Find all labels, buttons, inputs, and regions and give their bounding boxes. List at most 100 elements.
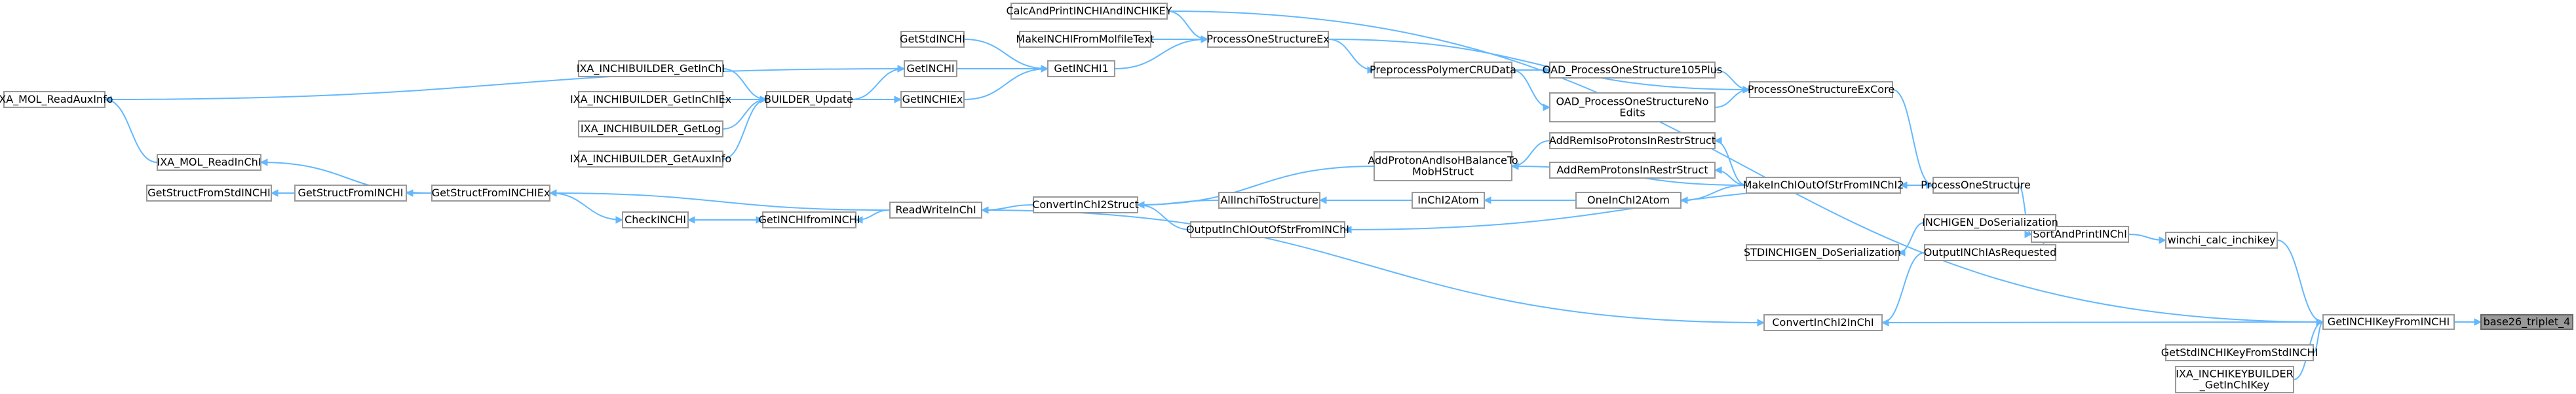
node-OutputINChIAsRequested[interactable]: OutputINChIAsRequested: [1924, 244, 2057, 261]
node-OAD_105Plus[interactable]: OAD_ProcessOneStructure105Plus: [1543, 62, 1722, 79]
node-STDINCHIGEN_DoSerialization[interactable]: STDINCHIGEN_DoSerialization: [1744, 244, 1901, 261]
arrowhead-AddRemIsoProtonsInRestrStruct-to-AddProtonAndIsoHBalanceToMobHStruct: [1510, 162, 1519, 170]
node-box[interactable]: [578, 91, 723, 108]
node-AddRemIsoProtonsInRestrStruct[interactable]: AddRemIsoProtonsInRestrStruct: [1549, 132, 1716, 149]
node-INCHIGEN_DoSerialization[interactable]: INCHIGEN_DoSerialization: [1922, 214, 2058, 231]
node-GetINCHI[interactable]: GetINCHI: [904, 60, 957, 77]
node-box[interactable]: [1749, 81, 1893, 98]
node-box[interactable]: [1924, 214, 2056, 231]
node-IXA_MOL_ReadInChI[interactable]: IXA_MOL_ReadInChI: [157, 154, 261, 171]
node-box[interactable]: [889, 202, 982, 219]
node-box[interactable]: [1932, 177, 2019, 194]
node-label: ReadWriteInChI: [895, 204, 976, 216]
node-box[interactable]: [1549, 162, 1716, 179]
node-box[interactable]: [578, 120, 723, 137]
node-IXA_INCHIKEYBUILDER_GetInChIKey[interactable]: IXA_INCHIKEYBUILDER_GetInChIKey: [2175, 366, 2294, 393]
edge-IXA_MOL_ReadInChI-to-IXA_MOL_ReadAuxInfo: [104, 99, 158, 163]
node-box[interactable]: [157, 154, 261, 171]
node-box[interactable]: [900, 91, 965, 108]
node-AllInchiToStructure[interactable]: AllInchiToStructure: [1218, 192, 1320, 209]
node-box[interactable]: [2165, 344, 2314, 361]
node-ProcessOneStructure[interactable]: ProcessOneStructure: [1921, 177, 2031, 194]
node-box[interactable]: [1763, 314, 1883, 331]
node-ProcessOneStructureEx[interactable]: ProcessOneStructureEx: [1206, 31, 1330, 48]
node-box[interactable]: [431, 185, 550, 202]
node-box[interactable]: [1019, 31, 1151, 48]
arrowhead-GetINCHIKeyFromINCHI-to-base26: [2474, 318, 2482, 326]
node-label: GetINCHIEx: [902, 93, 963, 105]
node-GetStdINCHIKeyFromStdINCHI[interactable]: GetStdINCHIKeyFromStdINCHI: [2161, 344, 2318, 361]
edge-GetINCHI1-to-ProcessOneStructureEx: [1114, 39, 1208, 69]
node-box[interactable]: [294, 185, 407, 202]
node-IXA_INCHIBUILDER_GetInChI[interactable]: IXA_INCHIBUILDER_GetInChI: [577, 60, 725, 77]
node-box[interactable]: [1549, 132, 1716, 149]
arrowhead-OneInChI2Atom-to-InChI2Atom: [1483, 196, 1491, 204]
node-box[interactable]: [146, 185, 272, 202]
node-box[interactable]: [578, 60, 723, 77]
edge-BUILDER_Update-to-GetINCHI: [850, 68, 905, 100]
node-ProcessOneStructureExCore[interactable]: ProcessOneStructureExCore: [1748, 81, 1894, 98]
node-label: OutputInChIOutOfStrFromINChI: [1186, 223, 1349, 236]
node-GetStdINCHI[interactable]: GetStdINCHI: [900, 31, 965, 48]
node-box[interactable]: [1047, 60, 1115, 77]
node-InChI2Atom[interactable]: InChI2Atom: [1412, 192, 1485, 209]
node-IXA_INCHIBUILDER_GetLog[interactable]: IXA_INCHIBUILDER_GetLog: [578, 120, 723, 137]
node-GetStructFromINCHI[interactable]: GetStructFromINCHI: [294, 185, 407, 202]
node-box[interactable]: [762, 211, 856, 228]
node-GetStructFromINCHIEx[interactable]: GetStructFromINCHIEx: [431, 185, 550, 202]
node-box[interactable]: [1412, 192, 1485, 209]
node-GetINCHIKeyFromINCHI[interactable]: GetINCHIKeyFromINCHI: [2322, 314, 2455, 330]
node-AddRemProtonsInRestrStruct[interactable]: AddRemProtonsInRestrStruct: [1549, 162, 1716, 179]
node-ConvertInChI2Struct[interactable]: ConvertInChI2Struct: [1032, 196, 1139, 213]
node-IXA_INCHIBUILDER_GetInChIEx[interactable]: IXA_INCHIBUILDER_GetInChIEx: [570, 91, 731, 108]
node-box[interactable]: [3, 91, 106, 108]
node-label: IXA_INCHIBUILDER_GetLog: [581, 122, 721, 135]
node-ReadWriteInChI[interactable]: ReadWriteInChI: [889, 202, 982, 219]
node-box[interactable]: [1190, 221, 1345, 238]
edge-ProcessOneStructure-to-SortAndPrintINChI: [2018, 185, 2032, 235]
arrowhead-GetINCHIEx-to-GetINCHI1: [1041, 65, 1049, 73]
node-MakeInChIOutOfStrFromINChI2[interactable]: MakeInChIOutOfStrFromINChI2: [1743, 177, 1904, 194]
node-label: MakeINCHIFromMolfileText: [1016, 33, 1154, 45]
node-CheckINCHI[interactable]: CheckINCHI: [622, 211, 689, 228]
node-GetStructFromStdINCHI[interactable]: GetStructFromStdINCHI: [146, 185, 272, 202]
node-box[interactable]: [1207, 31, 1329, 48]
node-box[interactable]: [578, 151, 723, 168]
node-box[interactable]: [1746, 177, 1901, 194]
node-GetINCHIEx[interactable]: GetINCHIEx: [900, 91, 965, 108]
node-box[interactable]: [1010, 3, 1168, 20]
node-CalcAndPrintINCHIAndINCHIKEY[interactable]: CalcAndPrintINCHIAndINCHIKEY: [1006, 3, 1172, 20]
node-box[interactable]: [1374, 62, 1512, 79]
node-box[interactable]: [1575, 192, 1682, 209]
node-box[interactable]: [1924, 244, 2056, 261]
node-box[interactable]: [2165, 232, 2278, 249]
node-OneInChI2Atom[interactable]: OneInChI2Atom: [1575, 192, 1682, 209]
node-box[interactable]: [900, 31, 965, 48]
node-box[interactable]: [2322, 314, 2455, 330]
node-OutputInChIOutOfStrFromINChI[interactable]: OutputInChIOutOfStrFromINChI: [1186, 221, 1349, 238]
node-PreprocessPolymerCRUData[interactable]: PreprocessPolymerCRUData: [1370, 62, 1516, 79]
node-base26[interactable]: base26_triplet_4: [2480, 314, 2573, 330]
node-GetINCHIfromINCHI[interactable]: GetINCHIfromINCHI: [759, 211, 860, 228]
node-box[interactable]: [1549, 62, 1716, 79]
node-winchi_calc_inchikey[interactable]: winchi_calc_inchikey: [2165, 232, 2278, 249]
node-box[interactable]: [622, 211, 689, 228]
node-box[interactable]: [904, 60, 957, 77]
node-box[interactable]: [2480, 314, 2573, 330]
node-box[interactable]: [1549, 92, 1716, 122]
node-IXA_MOL_ReadAuxInfo[interactable]: IXA_MOL_ReadAuxInfo: [0, 91, 113, 108]
node-IXA_INCHIBUILDER_GetAuxInfo[interactable]: IXA_INCHIBUILDER_GetAuxInfo: [570, 151, 731, 168]
node-box[interactable]: [1218, 192, 1320, 209]
arrowhead-CheckINCHI-to-GetINCHIfromINCHI: [756, 216, 764, 224]
node-ConvertInChI2InChI[interactable]: ConvertInChI2InChI: [1763, 314, 1883, 331]
node-box[interactable]: [766, 91, 851, 108]
node-MakeINCHIFromMolfileText[interactable]: MakeINCHIFromMolfileText: [1016, 31, 1155, 48]
node-BUILDER_Update[interactable]: BUILDER_Update: [764, 91, 853, 108]
node-box[interactable]: [1033, 196, 1138, 213]
node-box[interactable]: [1746, 244, 1899, 261]
node-GetINCHI1[interactable]: GetINCHI1: [1047, 60, 1115, 77]
node-box[interactable]: [2175, 366, 2294, 393]
node-box[interactable]: [1374, 151, 1512, 181]
